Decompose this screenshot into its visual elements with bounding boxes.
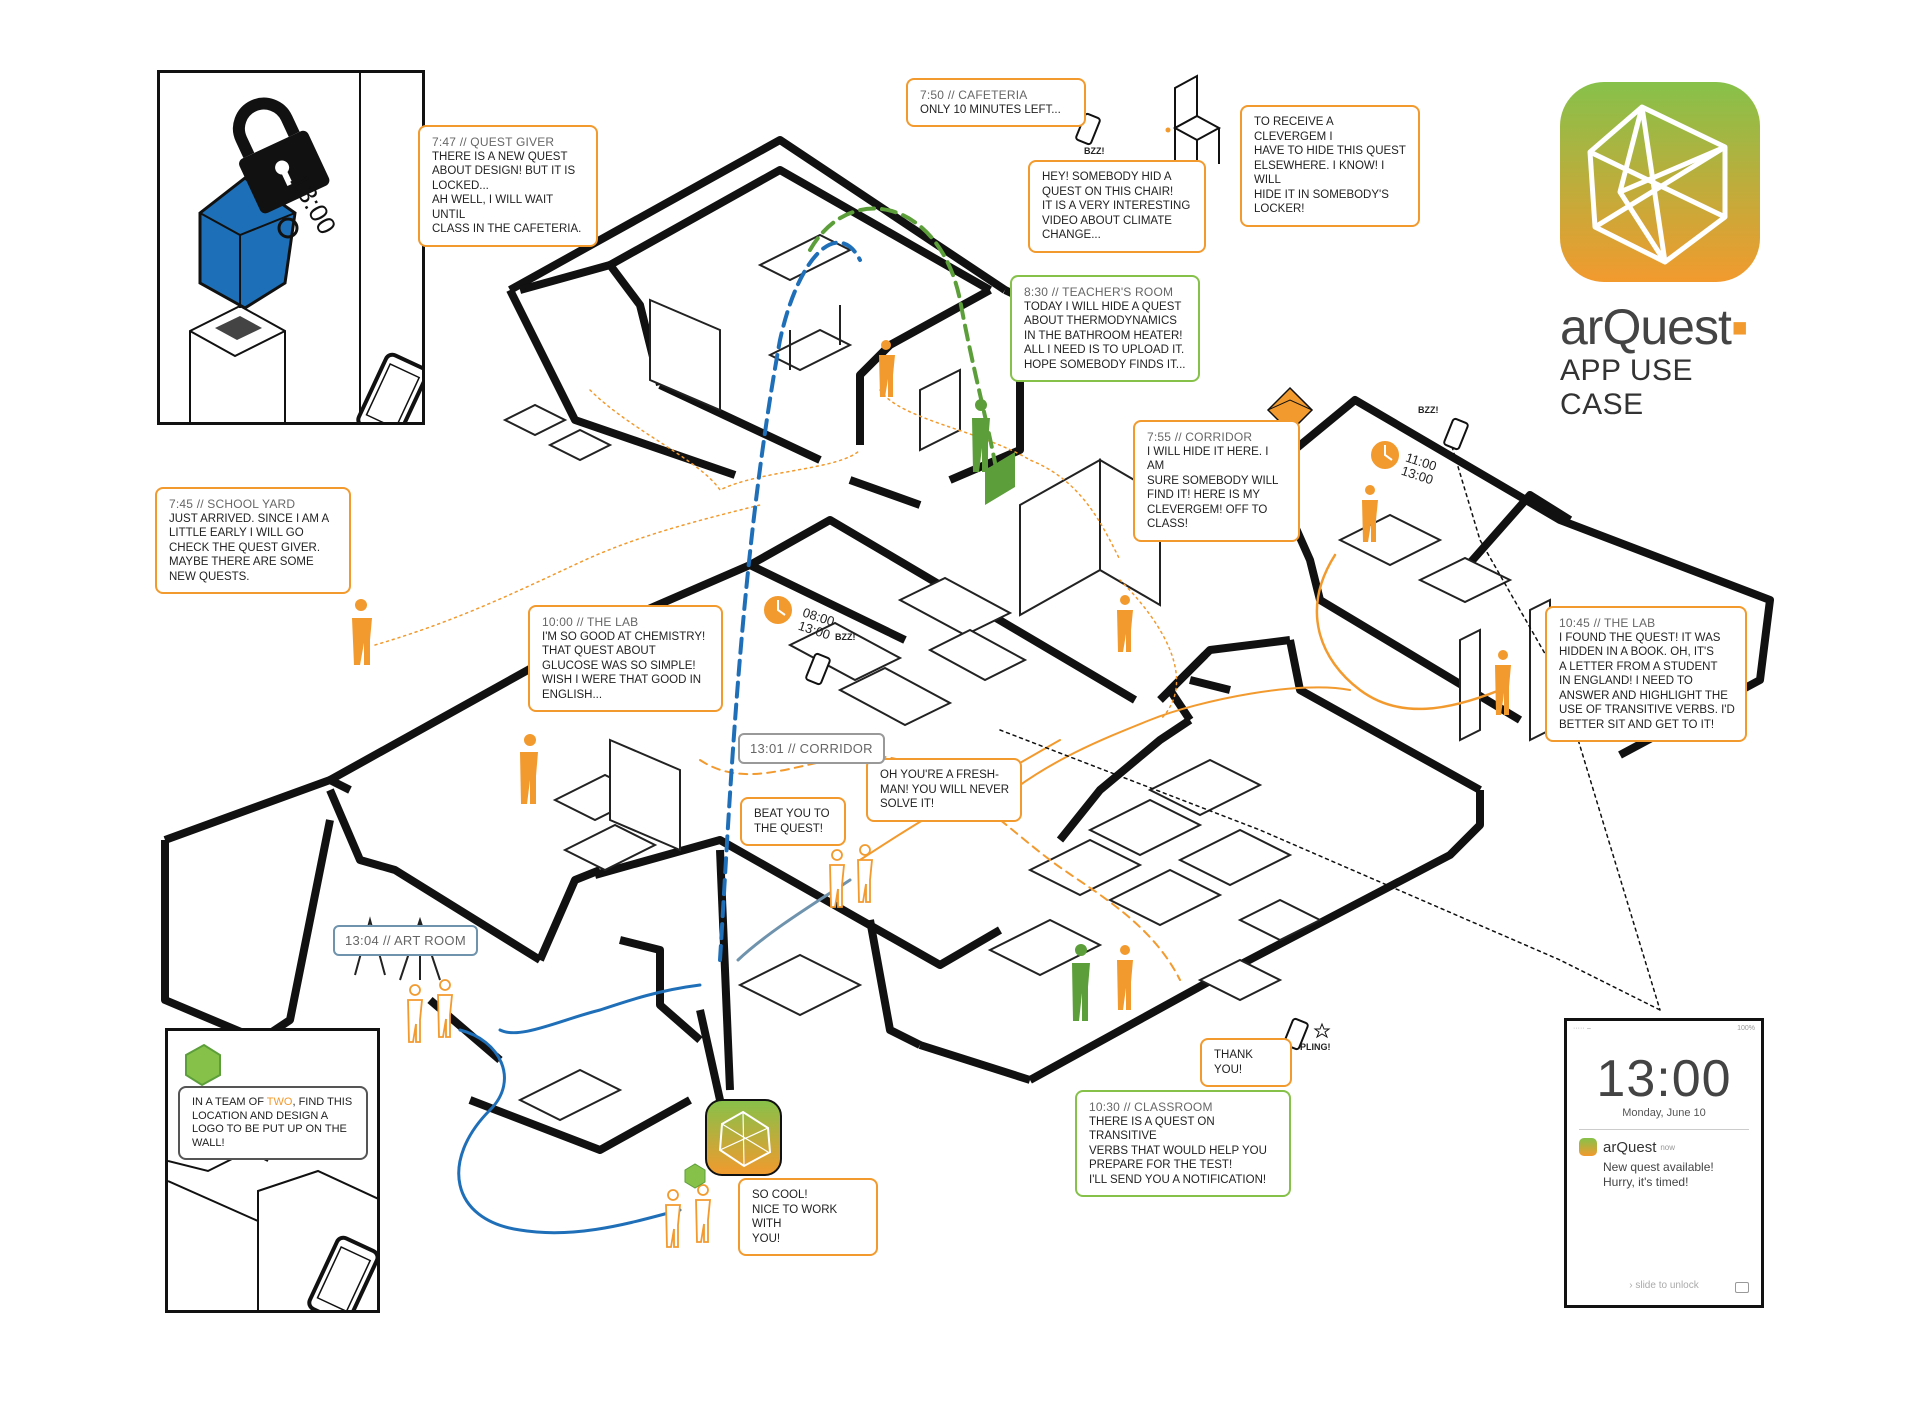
bubble-school-yard: 7:45 // SCHOOL YARD JUST ARRIVED. SINCE … xyxy=(155,487,351,594)
student-figure xyxy=(520,734,538,804)
arquest-poster-icon xyxy=(705,1099,782,1176)
bubble-time: 8:30 // TEACHER'S ROOM xyxy=(1024,285,1174,299)
student-figure xyxy=(1117,595,1133,652)
student-figure xyxy=(1117,945,1133,1010)
slide-to-unlock[interactable]: › slide to unlock xyxy=(1629,1280,1699,1291)
team-task-highlight: TWO xyxy=(266,1096,293,1108)
brand-dot: ▪ xyxy=(1730,299,1749,355)
bubble-cafeteria: 7:50 // CAFETERIA ONLY 10 MINUTES LEFT..… xyxy=(906,78,1086,127)
student-figure xyxy=(857,844,873,903)
brand-wordmark-text: arQuest xyxy=(1560,299,1732,355)
student-figure xyxy=(437,979,453,1038)
locked-quest-illustration xyxy=(189,73,422,422)
bubble-time: 10:45 // THE LAB xyxy=(1559,616,1656,630)
bubble-teachers-room: 8:30 // TEACHER'S ROOM TODAY I WILL HIDE… xyxy=(1010,275,1200,382)
bubble-time: 10:30 // CLASSROOM xyxy=(1089,1100,1213,1114)
bubble-so-cool: SO COOL! NICE TO WORK WITH YOU! xyxy=(738,1178,878,1256)
brand-subtitle: APP USE CASE xyxy=(1560,354,1694,421)
arquest-app-icon xyxy=(1560,82,1760,282)
arquest-notification-icon xyxy=(1579,1138,1597,1156)
student-figure xyxy=(1495,650,1511,715)
bubble-time: 7:47 // QUEST GIVER xyxy=(432,135,555,149)
bubble-classroom: 10:30 // CLASSROOM THERE IS A QUEST ON T… xyxy=(1075,1090,1291,1197)
panel-locked-quest: 13:00 xyxy=(157,70,425,425)
student-figure xyxy=(407,984,423,1043)
bubble-time: 10:00 // THE LAB xyxy=(542,615,639,629)
panel-team-task: IN A TEAM OF TWO, FIND THIS LOCATION AND… xyxy=(165,1028,380,1313)
notification-app-name: arQuest xyxy=(1603,1138,1657,1156)
bubble-clevergem-hide: TO RECEIVE A CLEVERGEM I HAVE TO HIDE TH… xyxy=(1240,105,1420,227)
bubble-text: I WILL HIDE IT HERE. I AM SURE SOMEBODY … xyxy=(1147,445,1279,531)
sound-pling: PLING! xyxy=(1300,1042,1331,1052)
bubble-text: TODAY I WILL HIDE A QUEST ABOUT THERMODY… xyxy=(1024,300,1186,371)
bubble-thank-you: THANK YOU! xyxy=(1200,1038,1292,1087)
brand-block: arQuest▪ APP USE CASE xyxy=(1560,82,1780,422)
team-task-text-prefix: IN A TEAM OF xyxy=(192,1096,267,1108)
status-battery: 100% xyxy=(1737,1025,1755,1032)
bubble-lab-1045: 10:45 // THE LAB I FOUND THE QUEST! IT W… xyxy=(1545,606,1747,742)
label-corridor-1301: 13:01 // CORRIDOR xyxy=(738,733,885,764)
bubble-time: 7:55 // CORRIDOR xyxy=(1147,430,1253,444)
bubble-text: JUST ARRIVED. SINCE I AM A LITTLE EARLY … xyxy=(169,512,330,583)
student-figure xyxy=(879,340,895,397)
heater-panel xyxy=(985,452,1015,505)
team-task-illustration xyxy=(168,1043,377,1310)
team-task-text-suffix: , FIND THIS LOCATION AND DESIGN A LOGO T… xyxy=(192,1096,353,1149)
lock-screen-date: Monday, June 10 xyxy=(1622,1107,1706,1119)
star-icon xyxy=(1313,1022,1331,1039)
team-task-bubble: IN A TEAM OF TWO, FIND THIS LOCATION AND… xyxy=(178,1086,368,1160)
bubble-text: SO COOL! NICE TO WORK WITH YOU! xyxy=(752,1189,838,1245)
status-signal: ····· ⌢ xyxy=(1573,1025,1592,1032)
sound-bzz: BZZ! xyxy=(1084,146,1105,156)
notification[interactable]: arQuest now xyxy=(1567,1138,1761,1156)
student-figure xyxy=(1362,485,1378,542)
bubble-chair: HEY! SOMEBODY HID A QUEST ON THIS CHAIR!… xyxy=(1028,160,1206,253)
bubble-text: TO RECEIVE A CLEVERGEM I HAVE TO HIDE TH… xyxy=(1254,116,1406,215)
camera-icon[interactable] xyxy=(1735,1282,1749,1293)
bubble-text: I FOUND THE QUEST! IT WAS HIDDEN IN A BO… xyxy=(1559,631,1735,731)
bubble-text: I'M SO GOOD AT CHEMISTRY! THAT QUEST ABO… xyxy=(542,630,706,701)
label-art-room: 13:04 // ART ROOM xyxy=(333,925,478,956)
bubble-time: 7:45 // SCHOOL YARD xyxy=(169,497,296,511)
brand-wordmark: arQuest▪ xyxy=(1560,302,1780,352)
divider xyxy=(1579,1129,1749,1130)
bubble-text: HEY! SOMEBODY HID A QUEST ON THIS CHAIR!… xyxy=(1042,171,1191,241)
bubble-corridor-755: 7:55 // CORRIDOR I WILL HIDE IT HERE. I … xyxy=(1133,420,1300,542)
bubble-text: THERE IS A NEW QUEST ABOUT DESIGN! BUT I… xyxy=(432,150,582,236)
bubble-text: BEAT YOU TO THE QUEST! xyxy=(754,808,830,835)
status-bar: ····· ⌢ 100% xyxy=(1567,1021,1761,1037)
bubble-lab-1000: 10:00 // THE LAB I'M SO GOOD AT CHEMISTR… xyxy=(528,605,723,712)
bubble-time: 7:50 // CAFETERIA xyxy=(920,88,1028,102)
bubble-text: ONLY 10 MINUTES LEFT... xyxy=(920,103,1061,116)
sound-bzz: BZZ! xyxy=(835,632,856,642)
smartphone-icon xyxy=(307,1235,377,1310)
wall-clock-icon xyxy=(1369,439,1401,471)
lock-screen-time: 13:00 xyxy=(1596,1050,1732,1108)
padlock-icon xyxy=(232,97,330,214)
bubble-text: THANK YOU! xyxy=(1214,1049,1253,1076)
bubble-quest-giver: 7:47 // QUEST GIVER THERE IS A NEW QUEST… xyxy=(418,125,598,247)
phone-lock-screen: ····· ⌢ 100% 13:00 Monday, June 10 arQue… xyxy=(1564,1018,1764,1308)
student-figure xyxy=(695,1184,711,1243)
figures-outline xyxy=(407,844,873,1248)
bubble-text: OH YOU'RE A FRESH- MAN! YOU WILL NEVER S… xyxy=(880,769,1010,810)
wall-clock-icon xyxy=(762,594,794,626)
bubble-freshman: OH YOU'RE A FRESH- MAN! YOU WILL NEVER S… xyxy=(866,758,1022,822)
bubble-beat-you: BEAT YOU TO THE QUEST! xyxy=(740,797,846,846)
notification-message: New quest available! Hurry, it's timed! xyxy=(1603,1160,1714,1189)
sound-bzz: BZZ! xyxy=(1418,405,1439,415)
figures-green xyxy=(972,399,1090,1021)
bubble-text: THERE IS A QUEST ON TRANSITIVE VERBS THA… xyxy=(1089,1115,1267,1186)
student-figure xyxy=(829,849,845,908)
notification-time: now xyxy=(1660,1142,1676,1152)
student-figure xyxy=(665,1189,681,1248)
smartphone-icon xyxy=(356,352,422,422)
teacher-figure xyxy=(1072,944,1090,1021)
teacher-figure xyxy=(972,399,990,472)
clevergem-green-icon xyxy=(684,1163,706,1189)
student-figure xyxy=(352,599,372,665)
